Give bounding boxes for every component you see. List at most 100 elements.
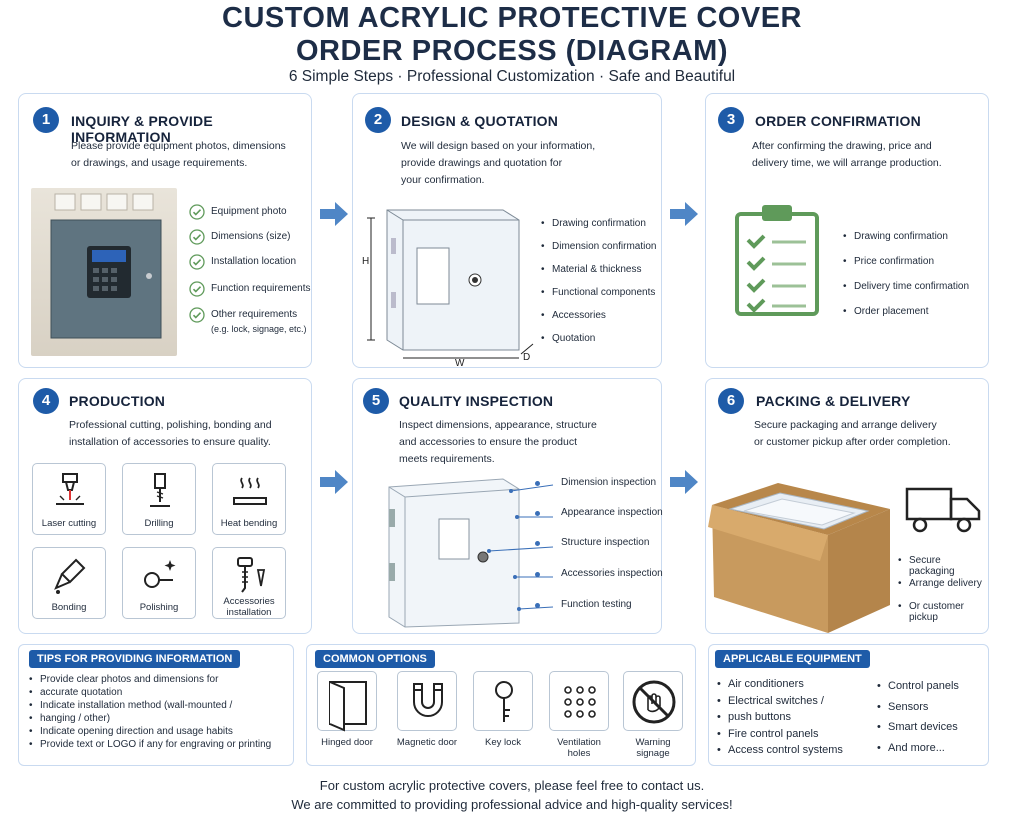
screw-icon [237,557,266,593]
option-hinged-door [317,671,377,732]
options-box: COMMON OPTIONS Hinged door Magnetic door… [306,644,696,766]
tile-polishing: Polishing [122,547,196,619]
list-item: Electrical switches / [717,693,843,710]
step-5-title: QUALITY INSPECTION [399,393,554,409]
options-title: COMMON OPTIONS [315,650,435,668]
step-2-list: Drawing confirmation Dimension confirmat… [541,218,657,356]
list-item: Function testing [561,599,632,610]
list-item: Material & thickness [541,264,657,287]
equipment-list-col2: Control panels Sensors Smart devices And… [877,676,959,758]
step-3-number: 3 [718,107,744,133]
step-4-card: 4 PRODUCTION Professional cutting, polis… [18,378,312,634]
list-item: Secure packaging [898,555,988,578]
tips-list: Provide clear photos and dimensions for … [29,673,291,751]
tile-accessories-installation: Accessories installation [212,547,286,619]
list-item: Smart devices [877,717,959,738]
list-item: Drawing confirmation [843,231,969,256]
delivery-truck-icon [904,483,984,542]
step-3-list: Drawing confirmation Price confirmation … [843,231,969,331]
equipment-list-col1: Air conditioners Electrical switches / p… [717,676,843,759]
option-key-lock [473,671,533,731]
list-item: Delivery time confirmation [843,281,969,306]
check-icon [189,229,205,250]
step-1-number: 1 [33,107,59,133]
equipment-title: APPLICABLE EQUIPMENT [715,650,870,668]
page-title: CUSTOM ACRYLIC PROTECTIVE COVER [222,2,802,34]
polish-icon [144,560,176,588]
step-5-description: Inspect dimensions, appearance, structur… [399,419,597,465]
height-label: H [362,256,369,267]
heat-icon [233,477,267,505]
drill-icon [150,473,170,507]
list-item: Indicate installation method (wall-mount… [29,699,291,712]
check-icon [189,281,205,302]
clipboard-icon [732,200,822,323]
list-item: Provide text or LOGO if any for engravin… [29,738,291,751]
vent-holes-icon [564,686,596,718]
arrow-right-icon [318,198,350,230]
list-item: Access control systems [717,742,843,759]
option-warning-signage [623,671,683,731]
list-item: Order placement [843,306,969,331]
list-item: Provide clear photos and dimensions for [29,673,291,686]
list-item: Control panels [877,676,959,697]
laser-icon [56,473,84,505]
list-item: Sensors [877,697,959,718]
magnet-icon [413,683,443,717]
list-item: Dimension inspection [561,477,657,488]
step-4-title: PRODUCTION [69,393,166,409]
option-label: Key lock [485,737,521,748]
step-1-card: 1 INQUIRY & PROVIDE INFORMATION Please p… [18,93,312,368]
step-6-card: 6 PACKING & DELIVERY Secure packaging an… [705,378,989,634]
list-item: Dimension confirmation [541,241,657,264]
list-item: Or customer pickup [898,601,988,624]
step-2-number: 2 [365,107,391,133]
list-item-cont: hanging / other) [29,712,291,725]
list-item-cont: push buttons [717,709,843,726]
list-item: Quotation [541,333,657,356]
option-magnetic-door [397,671,457,731]
option-label: Warning [635,737,671,748]
list-item: Indicate opening direction and usage hab… [29,725,291,738]
step-4-number: 4 [33,388,59,414]
step-5-number: 5 [363,388,389,414]
equipment-photo [31,188,177,356]
width-label: W [455,358,465,368]
option-label: Ventilation [557,737,601,748]
shipping-box-icon [708,465,894,638]
tips-box: TIPS FOR PROVIDING INFORMATION Provide c… [18,644,294,766]
check-icon [189,307,205,328]
step-4-description: Professional cutting, polishing, bonding… [69,419,272,448]
arrow-right-icon [668,198,700,230]
list-item: Drawing confirmation [541,218,657,241]
door-icon [329,681,367,732]
list-item: Functional components [541,287,657,310]
step-6-number: 6 [718,388,744,414]
step-3-card: 3 ORDER CONFIRMATION After confirming th… [705,93,989,368]
option-ventilation-holes [549,671,609,731]
list-item: Air conditioners [717,676,843,693]
page-title-line2: ORDER PROCESS (DIAGRAM) [295,35,728,67]
step-5-card: 5 QUALITY INSPECTION Inspect dimensions,… [352,378,663,634]
list-item: Price confirmation [843,256,969,281]
key-icon [495,681,513,722]
step-2-card: 2 DESIGN & QUOTATION We will design base… [352,93,662,369]
tips-title: TIPS FOR PROVIDING INFORMATION [29,650,241,668]
check-icon [189,254,205,275]
list-item: Arrange delivery [898,578,988,601]
list-item: Accessories inspection [561,568,663,579]
depth-label: D [523,352,530,363]
list-item: Structure inspection [561,537,650,548]
inspection-box [377,473,557,638]
list-item-cont: accurate quotation [29,686,291,699]
no-touch-icon [632,680,676,724]
list-item: Appearance inspection [561,507,663,518]
step-6-list: Secure packaging Arrange delivery Or cus… [898,555,988,624]
option-label: Hinged door [321,737,373,748]
list-item: And more... [877,738,959,759]
step-2-title: DESIGN & QUOTATION [401,113,559,129]
step-2-description: We will design based on your information… [401,140,596,186]
step-3-title: ORDER CONFIRMATION [755,113,921,129]
